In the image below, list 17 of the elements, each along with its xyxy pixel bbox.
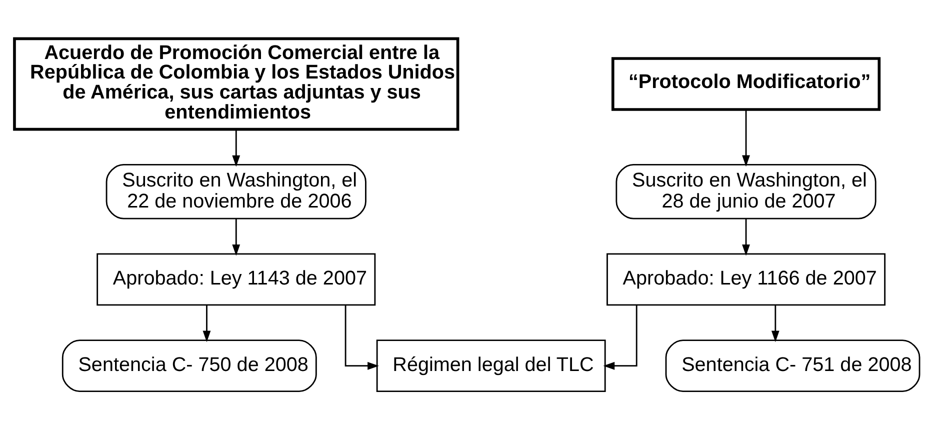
node-box: Régimen legal del TLC — [376, 340, 606, 392]
node-box: Aprobado: Ley 1143 de 2007 — [96, 253, 376, 306]
node-box: Aprobado: Ley 1166 de 2007 — [606, 253, 886, 306]
node-box: Acuerdo de Promoción Comercial entre la República de Colombia y los Estados Unidos de América, sus cartas adjuntas y sus entendimientos — [13, 37, 460, 131]
arrow — [232, 130, 240, 167]
node-box: Sentencia C- 751 de 2008 — [665, 340, 920, 392]
arrow — [232, 218, 240, 256]
arrow — [603, 305, 638, 370]
arrow — [202, 305, 211, 342]
arrow — [742, 218, 750, 256]
node-box: Sentencia C- 750 de 2008 — [62, 340, 317, 392]
arrow — [771, 305, 780, 342]
node-box: “Protocolo Modificatorio” — [611, 57, 881, 111]
arrow — [344, 305, 379, 370]
node-box: Suscrito en Washington, el 28 de junio de 2007 — [616, 164, 876, 220]
node-box: Suscrito en Washington, el 22 de noviembre de 2006 — [106, 164, 366, 220]
arrow — [742, 110, 750, 167]
